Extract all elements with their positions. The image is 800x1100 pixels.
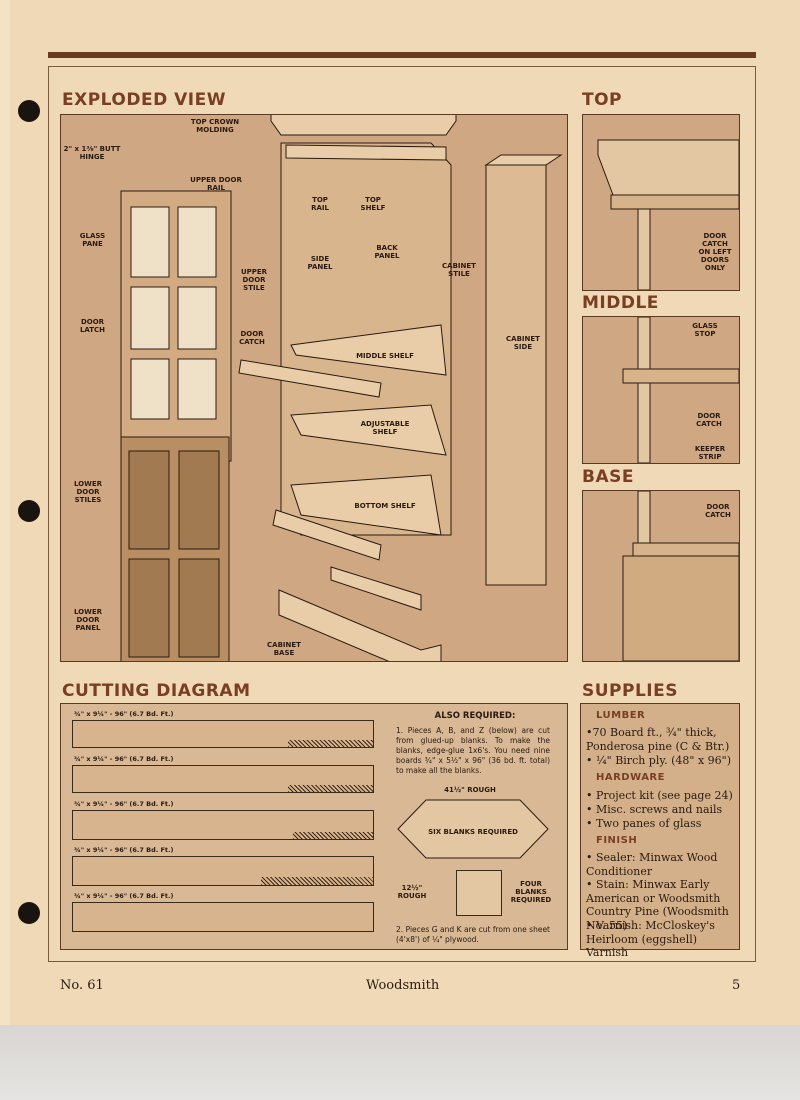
label-cabinet-stile: CABINET STILE (442, 262, 476, 278)
also-required-note-1: 1. Pieces A, B, and Z (below) are cut fr… (396, 726, 550, 775)
hardware-heading: HARDWARE (596, 772, 665, 783)
label-side-panel: SIDE PANEL (307, 255, 333, 271)
base-detail-panel (582, 490, 740, 662)
binder-hole (18, 500, 40, 522)
z-blank-square (456, 870, 502, 916)
exploded-view-heading: EXPLODED VIEW (62, 90, 226, 110)
board-title: ¾" x 9¼" - 96" (6.7 Bd. Ft.) (74, 755, 174, 763)
rough-side-label: 12½" ROUGH (397, 884, 427, 900)
binder-hole (18, 902, 40, 924)
cutting-diagram-heading: CUTTING DIAGRAM (62, 681, 251, 701)
label-door-catch: DOOR CATCH (239, 330, 265, 346)
label-adjustable-shelf: ADJUSTABLE SHELF (360, 420, 410, 436)
label-lower-door-panel: LOWER DOOR PANEL (73, 608, 103, 632)
four-blanks-label: FOUR BLANKS REQUIRED (510, 880, 552, 904)
also-required-note-2: 2. Pieces G and K are cut from one sheet… (396, 925, 550, 944)
top-detail-panel (582, 114, 740, 291)
also-required-title: ALSO REQUIRED: (434, 711, 516, 721)
label-top-rail: TOP RAIL (311, 196, 329, 212)
lumber-heading: LUMBER (596, 710, 646, 721)
board-1 (72, 720, 374, 748)
board-3 (72, 810, 374, 840)
board-title: ¾" x 9¼" - 96" (6.7 Bd. Ft.) (74, 846, 174, 854)
middle-detail-panel (582, 316, 740, 464)
exploded-view-illustration (120, 115, 563, 661)
label-top-shelf: TOP SHELF (360, 196, 386, 212)
label-door-latch: DOOR LATCH (79, 318, 106, 334)
board-title: ¾" x 9¼" - 96" (6.7 Bd. Ft.) (74, 892, 174, 900)
top-detail-illustration (597, 139, 740, 291)
label-back-panel: BACK PANEL (374, 244, 400, 260)
scan-margin (0, 1025, 800, 1100)
label-upper-door-rail: UPPER DOOR RAIL (190, 176, 242, 192)
label-top-door-catch: DOOR CATCH ON LEFT DOORS ONLY (698, 232, 732, 272)
content-frame (48, 66, 756, 962)
label-glass-pane: GLASS PANE (79, 232, 106, 248)
board-5 (72, 902, 374, 932)
top-detail-heading: TOP (582, 90, 623, 110)
middle-detail-heading: MIDDLE (582, 293, 659, 313)
supply-item: •70 Board ft., ¾" thick, Ponderosa pine … (586, 726, 730, 753)
middle-detail-illustration (622, 316, 740, 464)
supply-item: • Sealer: Minwax Wood Conditioner (586, 851, 718, 878)
hexagon-blank-diagram (397, 799, 549, 859)
supply-item: • Project kit (see page 24) (586, 789, 733, 802)
label-upper-door-stile: UPPER DOOR STILE (240, 268, 268, 292)
top-rule (48, 52, 756, 58)
label-middle-shelf: MIDDLE SHELF (356, 352, 414, 360)
supplies-heading: SUPPLIES (582, 681, 678, 701)
rough-length-label: 41½" ROUGH (444, 786, 496, 794)
supply-item: • Varnish: McCloskey's Heirloom (eggshel… (586, 919, 715, 959)
label-cabinet-side: CABINET SIDE (506, 335, 540, 351)
board-4 (72, 856, 374, 886)
label-base-door-catch: DOOR CATCH (705, 503, 731, 519)
supply-item: • Stain: Minwax Early American or Woodsm… (586, 878, 729, 932)
six-blanks-label: SIX BLANKS REQUIRED (428, 828, 518, 836)
board-title: ¾" x 9¼" - 96" (6.7 Bd. Ft.) (74, 800, 174, 808)
binder-hole (18, 100, 40, 122)
supply-item: • Misc. screws and nails (586, 803, 723, 816)
supplies-panel (580, 703, 740, 950)
label-keeper-strip: KEEPER STRIP (694, 445, 726, 461)
board-title: ¾" x 9¼" - 96" (6.7 Bd. Ft.) (74, 710, 174, 718)
label-glass-stop: GLASS STOP (692, 322, 718, 338)
base-detail-heading: BASE (582, 467, 634, 487)
label-top-crown: TOP CROWN MOLDING (190, 118, 240, 134)
supply-item: • Two panes of glass (586, 817, 702, 830)
page-number: 5 (732, 978, 741, 993)
supply-item: • ¼" Birch ply. (48" x 96") (586, 754, 732, 767)
label-lower-door-stiles: LOWER DOOR STILES (73, 480, 103, 504)
label-cabinet-base: CABINET BASE (267, 641, 301, 657)
label-butt-hinge: 2" x 1⅜" BUTT HINGE (63, 145, 121, 161)
base-detail-illustration (622, 490, 740, 662)
finish-heading: FINISH (596, 835, 638, 846)
board-2 (72, 765, 374, 793)
exploded-view-panel (60, 114, 568, 662)
magazine-name: Woodsmith (366, 978, 440, 993)
label-bottom-shelf: BOTTOM SHELF (354, 502, 416, 510)
issue-number: No. 61 (60, 978, 104, 993)
label-mid-door-catch: DOOR CATCH (696, 412, 722, 428)
